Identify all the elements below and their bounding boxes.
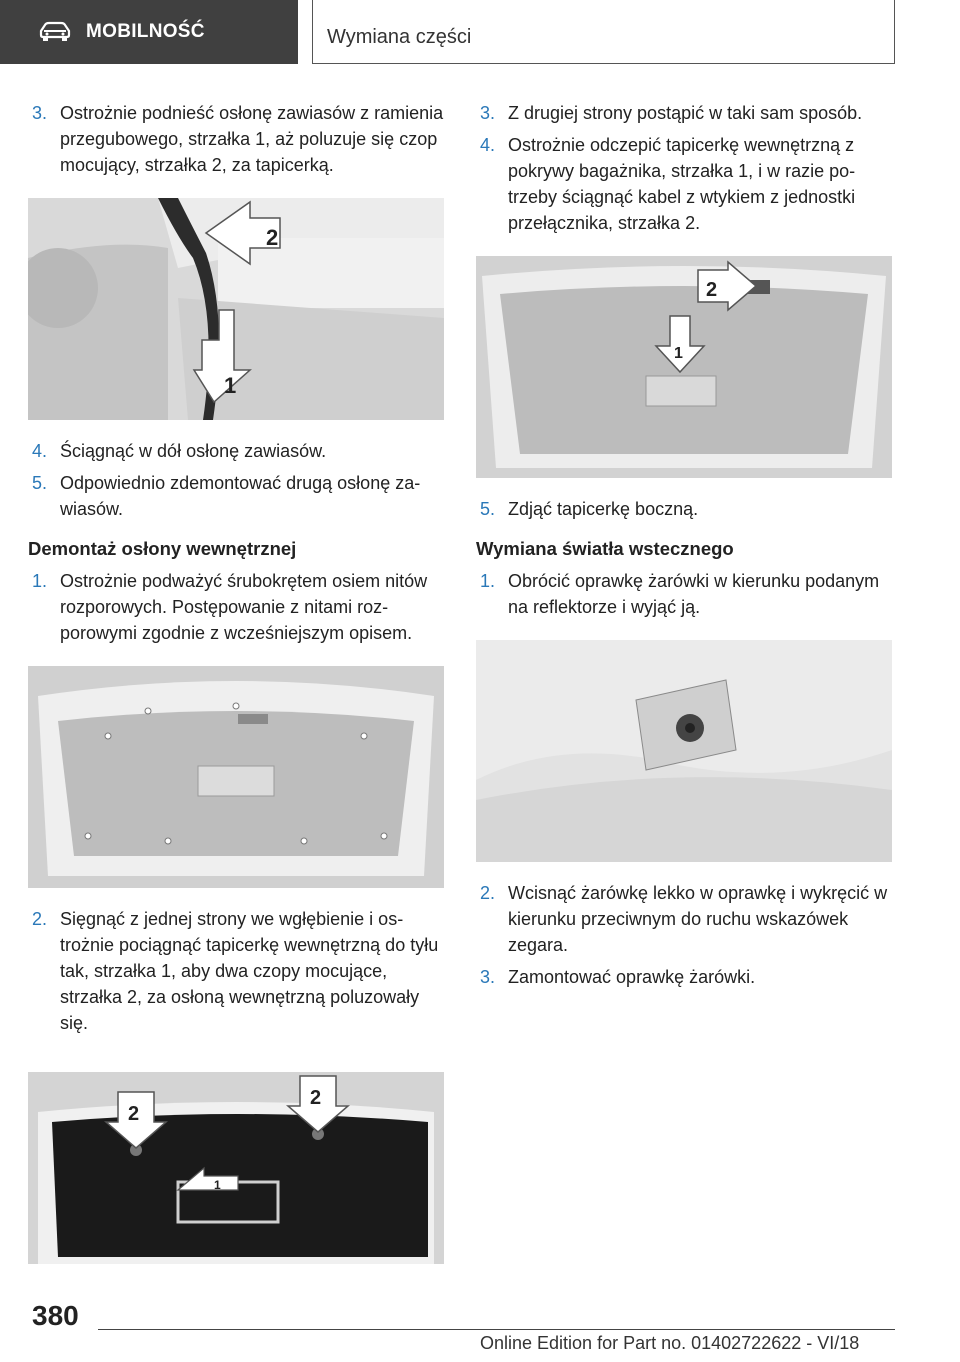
step-text: Wcisnąć żarówkę lekko w oprawkę i wykręc… — [508, 883, 888, 955]
step-text: Ostrożnie podważyć śrubokrętem osiem ni­… — [60, 571, 428, 643]
step-text: Sięgnąć z jednej strony we wgłębienie i … — [60, 909, 439, 1033]
arrow-label: 2 — [706, 279, 717, 301]
step-number: 3. — [480, 967, 496, 987]
step-number: 2. — [480, 883, 496, 903]
figure-trunk-trim-detach: 2 1 — [476, 256, 892, 478]
arrow-label: 2 — [266, 225, 278, 250]
step-text: Ostrożnie odczepić tapicerkę wewnętrzną … — [508, 135, 856, 233]
figure-trunk-lid-inner — [28, 666, 444, 888]
step-number: 5. — [32, 473, 48, 493]
step-text: Odpowiednio zdemontować drugą osłonę za­… — [60, 473, 421, 519]
step-item: 5. Odpowiednio zdemontować drugą osłonę z… — [28, 470, 444, 522]
arrow-2-icon: 2 — [103, 1091, 169, 1149]
arrow-1-icon: 1 — [654, 315, 706, 374]
step-item: 1. Obrócić oprawkę żarówki w kierunku pod… — [476, 568, 892, 620]
arrow-1-icon: 1 — [176, 1166, 239, 1192]
arrow-label: 1 — [214, 1178, 221, 1192]
figure-trunk-inner-pull: 2 2 1 — [28, 1072, 444, 1264]
arrow-1-icon: 1 — [192, 309, 252, 404]
arrow-label: 2 — [310, 1087, 321, 1109]
step-number: 4. — [480, 135, 496, 155]
arrow-label: 1 — [674, 345, 683, 362]
section-heading: Wymiana światła wstecznego — [476, 538, 734, 559]
step-item: 3. Zamontować oprawkę żarówki. — [476, 964, 892, 990]
section-heading: Demontaż osłony wewnętrznej — [28, 538, 297, 559]
arrow-label: 1 — [224, 373, 236, 398]
step-text: Zdjąć tapicerkę boczną. — [508, 499, 699, 519]
figure-hinge-cover: 2 1 — [28, 198, 444, 420]
step-number: 5. — [480, 499, 496, 519]
step-number: 3. — [480, 103, 496, 123]
page-title: Wymiana części — [327, 26, 472, 48]
arrow-2-icon: 2 — [697, 260, 758, 312]
step-item: 4. Ściągnąć w dół osłonę zawiasów. — [28, 438, 444, 464]
step-text: Obrócić oprawkę żarówki w kierunku pod­a… — [508, 571, 880, 617]
step-item: 3. Ostrożnie podnieść osłonę zawiasów z r… — [28, 100, 444, 178]
arrow-label: 2 — [128, 1103, 139, 1125]
car-icon — [39, 21, 71, 41]
step-number: 1. — [32, 571, 48, 591]
arrow-2-icon: 2 — [204, 200, 281, 266]
header-title-box: Wymiana części — [312, 0, 895, 64]
edition-label: Online Edition for Part no. 01402722622 … — [480, 1333, 860, 1353]
step-item: 2. Sięgnąć z jednej strony we wgłębienie … — [28, 906, 444, 1036]
step-item: 2. Wcisnąć żarówkę lekko w oprawkę i wykr… — [476, 880, 892, 958]
figure-tail-light-socket — [476, 640, 892, 862]
section-label: MOBILNOŚĆ — [86, 21, 205, 42]
arrow-2-icon: 2 — [285, 1075, 351, 1133]
step-text: Ostrożnie podnieść osłonę zawiasów z ram… — [60, 103, 444, 175]
step-text: Zamontować oprawkę żarówki. — [508, 967, 756, 987]
step-number: 2. — [32, 909, 48, 929]
step-text: Ściągnąć w dół osłonę zawiasów. — [60, 441, 327, 461]
page-number: 380 — [32, 1300, 79, 1331]
step-item: 3. Z drugiej strony postąpić w taki sam s… — [476, 100, 892, 126]
step-number: 3. — [32, 103, 48, 123]
step-number: 4. — [32, 441, 48, 461]
right-column: 3. Z drugiej strony postąpić w taki sam s… — [476, 100, 892, 996]
step-item: 4. Ostrożnie odczepić tapicerkę wewnętrzn… — [476, 132, 892, 236]
step-text: Z drugiej strony postąpić w taki sam spo… — [508, 103, 863, 123]
step-number: 1. — [480, 571, 496, 591]
step-item: 1. Ostrożnie podważyć śrubokrętem osiem n… — [28, 568, 444, 646]
left-column: 3. Ostrożnie podnieść osłonę zawiasów z r… — [28, 100, 444, 1282]
footer-divider — [98, 1329, 895, 1330]
step-item: 5. Zdjąć tapicerkę boczną. — [476, 496, 892, 522]
header-section-tab: MOBILNOŚĆ — [0, 0, 298, 64]
